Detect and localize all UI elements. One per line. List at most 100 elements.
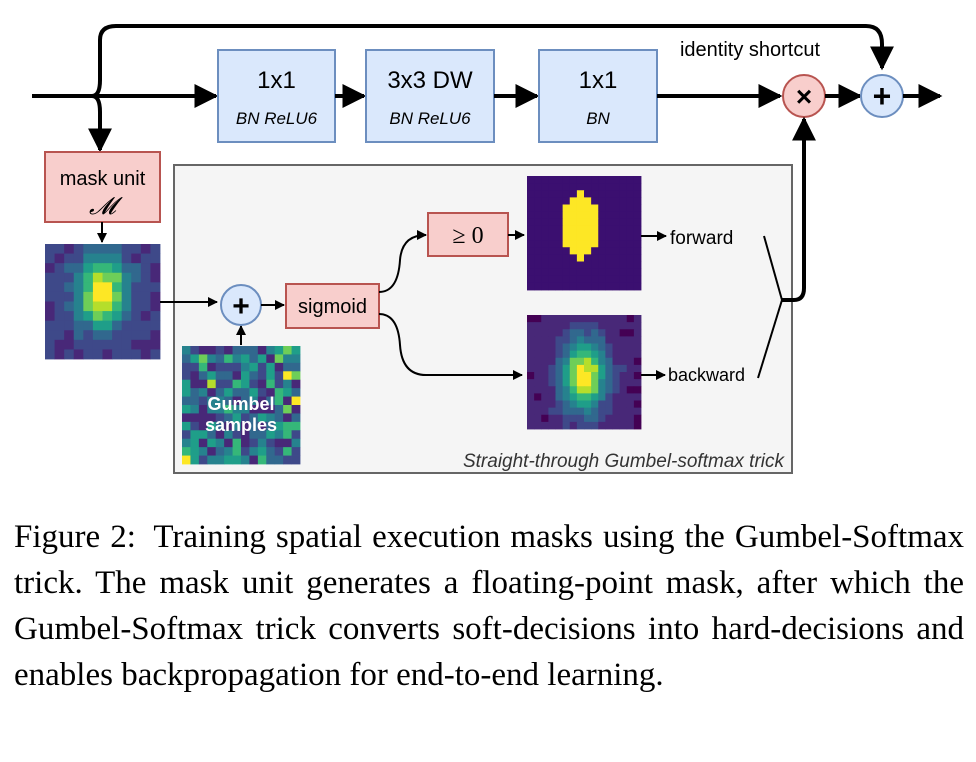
soft-mask-cell [54,330,65,341]
hard-mask-cell [562,204,571,213]
gumbel-cell [291,354,301,364]
soft-mask-result-cell [534,336,542,344]
soft-mask-result-cell [605,343,613,352]
hard-mask-cell [562,233,571,241]
soft-mask-result-cell [633,400,642,409]
soft-mask-result-cell [633,414,642,423]
hard-mask-cell [633,233,642,241]
gumbel-cell [232,421,242,431]
mask-branch-line [88,94,112,153]
soft-mask-cell [150,272,161,283]
soft-mask-cell [131,301,142,312]
soft-mask-result-cell [569,421,578,430]
soft-mask-cell [121,301,132,312]
soft-mask-result-cell [576,421,585,430]
soft-mask-cell [131,253,142,264]
hard-mask-cell [576,247,585,255]
gumbel-cell [241,455,250,465]
gumbel-cell [266,388,276,397]
soft-mask-cell [73,311,84,322]
soft-mask-result-cell [605,350,613,359]
gumbel-label-line1: Gumbel [207,394,274,414]
soft-mask-result-cell [626,372,635,380]
hard-mask-cell [591,183,599,191]
hard-mask-cell [562,225,571,234]
soft-mask-result-cell [612,372,621,380]
gumbel-cell [215,362,225,372]
soft-mask-result-cell [555,357,564,366]
hard-mask-cell [569,190,578,198]
gumbel-cell [224,438,233,448]
soft-mask-result-cell [605,357,613,366]
soft-mask-result-cell [562,393,571,401]
soft-mask-result-cell [534,322,542,330]
soft-mask-result-cell [584,407,592,416]
soft-mask-cell [83,272,94,283]
soft-mask-result-cell [555,421,564,430]
hard-mask-cell [548,233,556,241]
gumbel-cell [274,371,284,381]
sigmoid-label: sigmoid [298,296,367,318]
soft-mask-cell [150,320,161,331]
hard-mask-cell [605,204,613,213]
hard-mask-cell [633,183,642,191]
hard-mask-cell [605,197,613,205]
soft-mask-result-cell [541,372,549,380]
soft-mask-result-cell [584,329,592,337]
soft-mask-cell [140,282,151,293]
gumbel-cell [198,371,208,381]
hard-mask-cell [633,261,642,270]
soft-mask-result-cell [612,357,621,366]
soft-mask-result-cell [612,322,621,330]
soft-mask-cell [140,339,151,350]
soft-mask-result-cell [555,336,564,344]
soft-mask-result-cell [612,336,621,344]
gumbel-cell [266,354,276,364]
soft-mask-result-cell [633,386,642,394]
hard-mask-cell [605,261,613,270]
hard-mask-cell [534,247,542,255]
gumbel-cell [224,396,233,406]
soft-mask-cell [112,330,123,341]
gumbel-cell [224,421,233,431]
hard-mask-cell [527,176,535,184]
soft-mask-result-cell [584,386,592,394]
hard-mask-cell [548,261,556,270]
soft-mask-result-cell [548,400,556,409]
gumbel-cell [198,438,208,448]
hard-mask-cell [527,282,535,291]
soft-mask-result-cell [569,372,578,380]
soft-mask-result-cell [562,329,571,337]
soft-mask-result-cell [576,372,585,380]
gumbel-cell [215,413,225,423]
gumbel-cell [291,362,301,372]
hard-mask-cell [527,275,535,284]
soft-mask-result-cell [598,386,606,394]
soft-mask-result-cell [619,393,628,401]
hard-mask-cell [626,233,635,241]
soft-mask-result-cell [626,322,635,330]
hard-mask-cell [612,197,621,205]
soft-mask-cell [64,282,75,293]
soft-mask-result-cell [612,400,621,409]
soft-mask-cell [45,330,55,341]
soft-mask-result-cell [626,421,635,430]
soft-mask-cell [83,301,94,312]
hard-mask-cell [584,190,592,198]
soft-mask-result-cell [527,336,535,344]
block-1-title: 1x1 [257,67,296,94]
hard-mask-cell [541,190,549,198]
hard-mask-cell [584,211,592,220]
soft-mask-result-cell [534,386,542,394]
hard-mask-cell [555,247,564,255]
gumbel-cell [249,430,259,440]
soft-mask-result-cell [626,400,635,409]
gumbel-cell [215,430,225,440]
soft-mask-result-cell [527,407,535,416]
soft-mask-result-cell [605,421,613,430]
gumbel-cell [266,346,276,355]
soft-mask-cell [112,349,123,360]
soft-mask-cell [140,244,151,254]
soft-mask-result-cell [619,407,628,416]
soft-mask-result-cell [591,372,599,380]
